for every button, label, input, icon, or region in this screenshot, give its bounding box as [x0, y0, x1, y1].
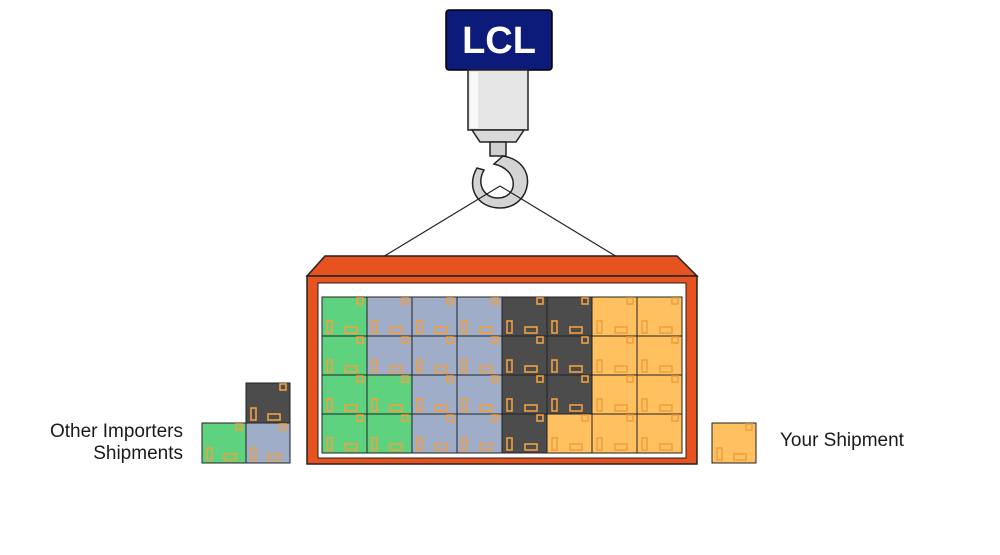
- other-importers-boxes: [201, 382, 291, 464]
- cargo-box-dark: [501, 296, 548, 337]
- cargo-box-blue: [411, 413, 458, 454]
- shipping-container: [305, 255, 699, 465]
- cargo-box-dark: [546, 296, 593, 337]
- cargo-box-green: [321, 374, 368, 415]
- cargo-box-green: [201, 422, 247, 464]
- cargo-box-blue: [456, 413, 503, 454]
- cargo-box-yours: [591, 335, 638, 376]
- other-importers-label: Other Importers Shipments: [18, 421, 183, 465]
- lcl-sign: LCL: [445, 9, 553, 71]
- cargo-box-dark: [501, 335, 548, 376]
- cargo-box-yours: [636, 335, 683, 376]
- crane-cables: [367, 185, 633, 267]
- cargo-box-blue: [411, 335, 458, 376]
- cargo-box-green: [366, 374, 413, 415]
- cargo-box-green: [321, 296, 368, 337]
- cargo-box-blue: [456, 335, 503, 376]
- cargo-box-blue: [366, 335, 413, 376]
- cargo-box-blue: [366, 296, 413, 337]
- cargo-box-blue: [456, 374, 503, 415]
- cargo-box-dark: [501, 374, 548, 415]
- cargo-box-blue: [456, 296, 503, 337]
- cargo-box-yours: [636, 296, 683, 337]
- cargo-box-green: [321, 413, 368, 454]
- other-importers-label-line2: Shipments: [93, 443, 183, 464]
- cargo-box-blue: [411, 374, 458, 415]
- crane-arm: [467, 69, 529, 157]
- cargo-box-yours: [591, 413, 638, 454]
- other-importers-label-line1: Other Importers: [49, 421, 183, 442]
- cargo-box-yours: [636, 413, 683, 454]
- your-shipment-box: [711, 422, 757, 464]
- cargo-box-green: [366, 413, 413, 454]
- cargo-box-dark: [245, 382, 291, 424]
- crane-hook-icon: [471, 155, 529, 209]
- cargo-box-dark: [546, 374, 593, 415]
- container-box-grid: [321, 296, 683, 454]
- your-shipment-label: Your Shipment: [780, 430, 904, 451]
- cargo-box-yours: [636, 374, 683, 415]
- cargo-box-yours: [711, 422, 757, 464]
- cargo-box-blue: [411, 296, 458, 337]
- cargo-box-yours: [591, 296, 638, 337]
- cargo-box-yours: [546, 413, 593, 454]
- cargo-box-dark: [501, 413, 548, 454]
- cargo-box-blue: [245, 422, 291, 464]
- lcl-sign-text: LCL: [462, 20, 536, 62]
- cargo-box-green: [321, 335, 368, 376]
- cargo-box-dark: [546, 335, 593, 376]
- cargo-box-yours: [591, 374, 638, 415]
